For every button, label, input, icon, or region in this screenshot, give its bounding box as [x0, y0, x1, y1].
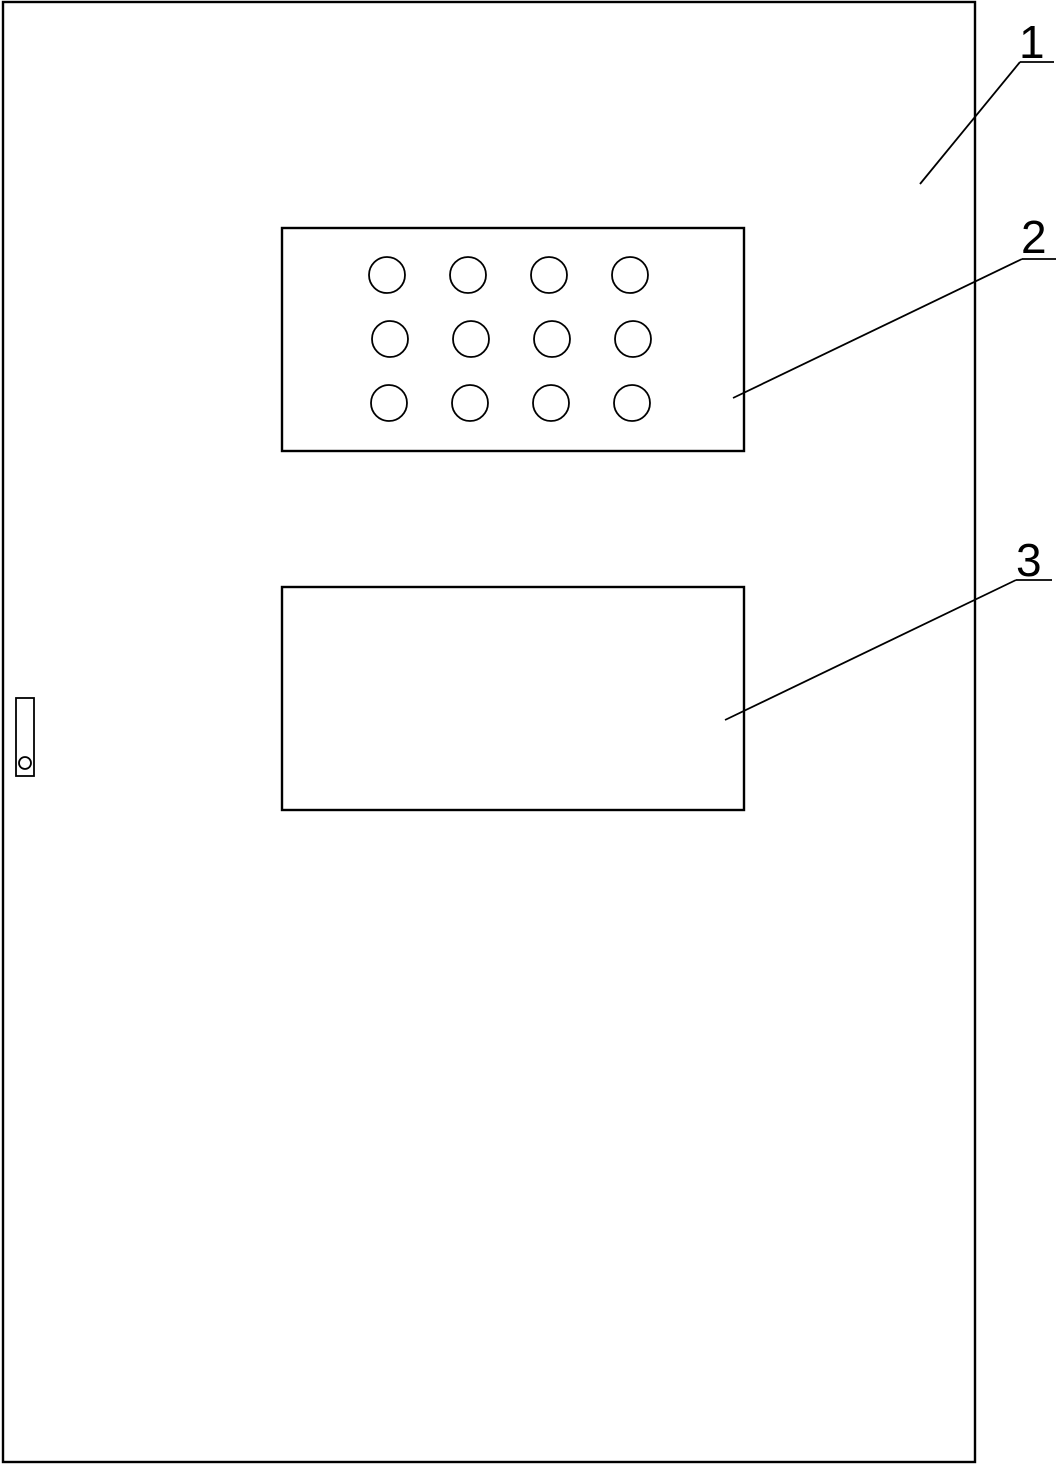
panel-button — [451, 384, 489, 422]
panel-button — [613, 384, 651, 422]
leader-line-3 — [724, 579, 1052, 721]
door-handle — [15, 697, 35, 777]
panel-button — [533, 320, 571, 358]
button-panel-frame — [280, 226, 746, 453]
door-lock-keyhole — [18, 756, 32, 770]
leader-line-2 — [732, 258, 1056, 399]
button-grid — [368, 256, 652, 422]
callout-2: 2 — [1021, 211, 1047, 263]
panel-button — [368, 256, 406, 294]
panel-button — [449, 256, 487, 294]
panel-button — [611, 256, 649, 294]
panel-button — [530, 256, 568, 294]
panel-button — [371, 320, 409, 358]
door-handle-body — [15, 697, 35, 777]
leader-line-1 — [919, 61, 1054, 185]
panel-button — [452, 320, 490, 358]
callout-3: 3 — [1016, 534, 1042, 586]
panel-button — [532, 384, 570, 422]
button-panel — [280, 226, 746, 453]
panel-button — [370, 384, 408, 422]
display-window — [280, 585, 746, 812]
panel-button — [614, 320, 652, 358]
cabinet-door — [1, 0, 977, 1464]
callout-1: 1 — [1019, 16, 1045, 68]
